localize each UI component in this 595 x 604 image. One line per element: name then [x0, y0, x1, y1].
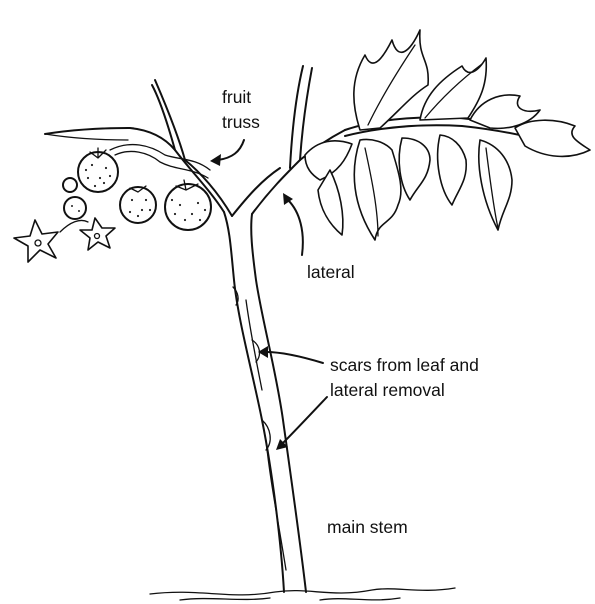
label-truss-line2: truss	[222, 112, 260, 132]
tomato-fruit	[64, 197, 86, 219]
tomato-fruit	[63, 178, 77, 192]
label-lateral: lateral	[307, 262, 355, 282]
fruit-truss-drawing	[14, 145, 211, 262]
tomato-fruit	[165, 184, 211, 230]
label-scars: scars from leaf and lateral removal	[330, 355, 484, 400]
label-scars-line2: lateral removal	[330, 380, 445, 400]
label-main-stem: main stem	[327, 517, 408, 537]
main-stem-drawing	[224, 212, 306, 592]
arrow-lateral	[283, 193, 303, 255]
label-fruit-line1: fruit	[222, 87, 251, 107]
label-fruit-truss: fruit truss	[222, 87, 260, 132]
ground	[150, 588, 455, 600]
label-scars-line1: scars from leaf and	[330, 355, 479, 375]
arrow-scar-upper	[258, 346, 323, 363]
arrow-fruit-truss	[210, 140, 244, 166]
